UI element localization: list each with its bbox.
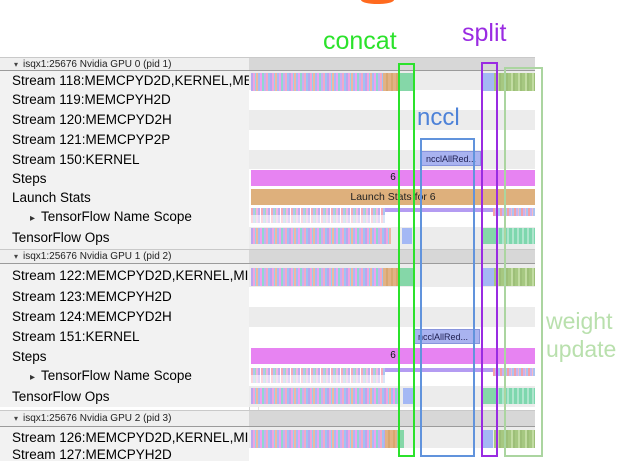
row-label: Stream 127:MEMCPYH2D (0, 448, 249, 461)
trace-event-teal[interactable] (400, 268, 415, 286)
row-label: Stream 123:MEMCPYH2D (0, 287, 249, 307)
trace-event-strip[interactable] (251, 208, 535, 212)
weight-update-box (504, 67, 543, 457)
weight-update-annotation-label-line2: update (546, 336, 617, 362)
row-label: Stream 150:KERNEL (0, 150, 249, 169)
collapse-arrow-icon: ▾ (14, 60, 19, 69)
row-label: Stream 120:MEMCPYD2H (0, 110, 249, 130)
split-annotation-label: split (462, 19, 507, 47)
trace-event-dense[interactable] (251, 73, 383, 91)
trace-event-teal[interactable] (397, 430, 404, 448)
trace-event-blue[interactable] (483, 430, 493, 448)
trace-event-blue[interactable] (403, 388, 413, 404)
timeline-row (249, 90, 535, 110)
timeline-row (249, 110, 535, 130)
row-label: Stream 122:MEMCPYD2D,KERNEL,MI (0, 264, 249, 287)
row-label: Steps (0, 347, 249, 366)
row-label-text: TensorFlow Name Scope (41, 368, 192, 383)
row-label: Stream 118:MEMCPYD2D,KERNEL,ME (0, 71, 249, 90)
trace-event-blue[interactable] (481, 73, 494, 91)
trace-event-teal[interactable] (482, 228, 494, 244)
collapse-arrow-icon: ▾ (14, 252, 19, 261)
process-header-timeline-1 (249, 249, 535, 264)
split-box (481, 62, 498, 457)
row-label: TensorFlow Ops (0, 386, 249, 407)
trace-event-orange[interactable] (385, 430, 397, 448)
concat-annotation-label: concat (323, 27, 397, 55)
trace-event-steps[interactable]: 6 (251, 348, 535, 364)
trace-event-ticks2[interactable] (493, 368, 535, 376)
trace-event-dense[interactable] (251, 430, 385, 448)
expand-arrow-icon[interactable]: ▸ (30, 372, 36, 383)
process-header-1[interactable]: ▾ isqx1:25676 Nvidia GPU 1 (pid 2) (0, 249, 249, 264)
row-label: ▸ TensorFlow Name Scope (0, 207, 249, 227)
row-label-text: TensorFlow Name Scope (41, 209, 192, 224)
expand-arrow-icon[interactable]: ▸ (30, 213, 36, 224)
collapse-arrow-icon: ▾ (14, 414, 19, 423)
row-label: Launch Stats (0, 188, 249, 207)
weight-update-annotation-label-line1: weight (546, 308, 613, 334)
trace-event-blue[interactable] (483, 268, 494, 286)
trace-event-blue[interactable] (402, 228, 412, 244)
trace-event-teal[interactable] (483, 388, 494, 404)
row-label: Stream 119:MEMCPYH2D (0, 90, 249, 110)
trace-event-ticks[interactable] (251, 208, 385, 223)
nccl-box (420, 138, 475, 457)
row-label: Stream 124:MEMCPYD2H (0, 307, 249, 327)
trace-event-ticks2[interactable] (493, 208, 535, 216)
process-header-timeline-0 (249, 57, 535, 71)
clipped-orange-text-fragment (361, 0, 394, 4)
concat-box (398, 63, 415, 457)
trace-event-orange[interactable] (383, 73, 399, 91)
nccl-annotation-label: nccl (417, 104, 460, 131)
process-header-label: isqx1:25676 Nvidia GPU 2 (pid 3) (23, 413, 172, 424)
row-label: Stream 126:MEMCPYD2D,KERNEL,MI (0, 427, 249, 448)
trace-event-teal[interactable] (399, 73, 414, 91)
trace-event-dense[interactable] (251, 268, 383, 286)
trace-event-orange[interactable] (383, 268, 400, 286)
trace-event-steps[interactable]: 6 (251, 170, 535, 186)
process-header-timeline-2 (249, 410, 535, 427)
timeline-row (249, 448, 535, 461)
row-label: Stream 121:MEMCPYP2P (0, 130, 249, 150)
row-label: Steps (0, 169, 249, 188)
process-header-label: isqx1:25676 Nvidia GPU 1 (pid 2) (23, 251, 172, 262)
trace-event-dense[interactable] (251, 388, 400, 404)
process-header-label: isqx1:25676 Nvidia GPU 0 (pid 1) (23, 59, 172, 70)
row-label: TensorFlow Ops (0, 227, 249, 249)
timeline-row (249, 130, 535, 150)
trace-event-nccl[interactable]: ncclAllRed... (413, 329, 480, 344)
row-label: ▸ TensorFlow Name Scope (0, 366, 249, 386)
trace-event-dense[interactable] (251, 228, 391, 244)
trace-event-ticks[interactable] (251, 368, 385, 383)
timeline-row (249, 287, 535, 307)
process-header-0[interactable]: ▾ isqx1:25676 Nvidia GPU 0 (pid 1) (0, 57, 249, 71)
row-label: Stream 151:KERNEL (0, 327, 249, 347)
timeline-row (249, 307, 535, 327)
trace-event-strip[interactable] (251, 368, 535, 372)
process-header-2[interactable]: ▾ isqx1:25676 Nvidia GPU 2 (pid 3) (0, 410, 249, 427)
